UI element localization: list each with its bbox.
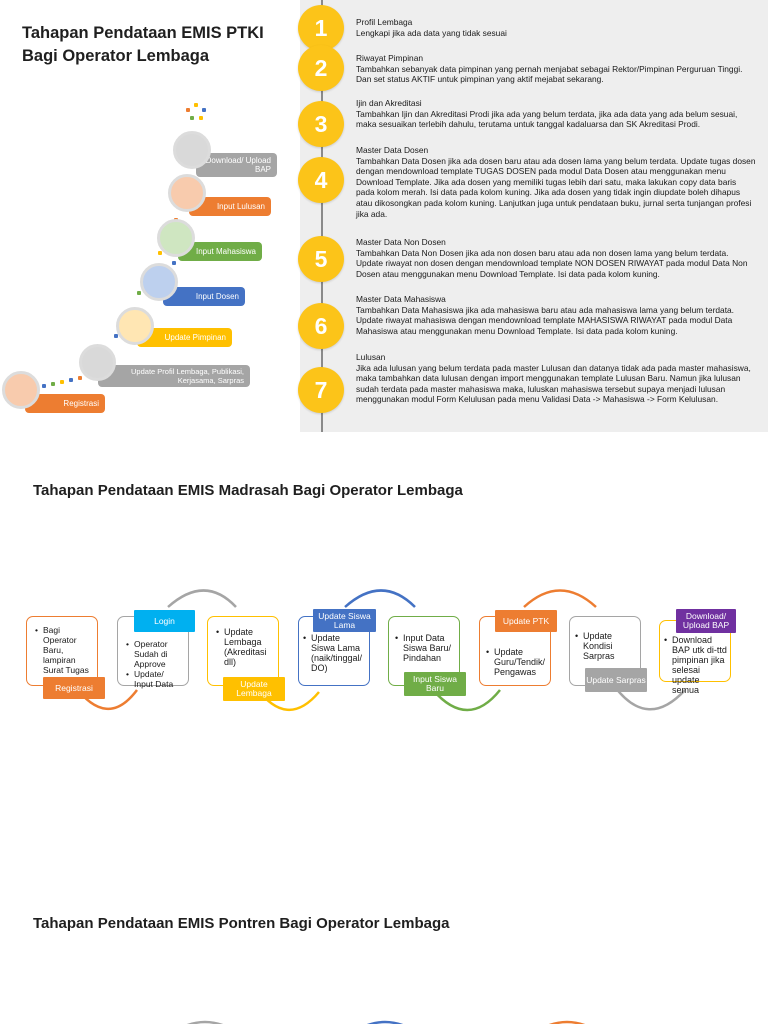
connector-dot bbox=[137, 291, 141, 295]
stair-label-input-lulusan: Input Lulusan bbox=[189, 197, 271, 216]
step-items: Update Kondisi Sarpras bbox=[570, 617, 640, 661]
step-description: Tambahkan Data Non Dosen jika ada non do… bbox=[356, 247, 748, 279]
connector-dot bbox=[114, 334, 118, 338]
step-text: Master Data Non Dosen Tambahkan Data Non… bbox=[356, 237, 756, 279]
connector-dot bbox=[51, 382, 55, 386]
step-number-circle: 7 bbox=[298, 367, 344, 413]
step-text: Profil Lembaga Lengkapi jika ada data ya… bbox=[356, 17, 756, 38]
stair-circle bbox=[168, 174, 206, 212]
step-item: Update Guru/Tendik/ Pengawas bbox=[486, 647, 547, 677]
staircase-diagram: Registrasi Update Profil Lembaga, Publik… bbox=[0, 95, 300, 425]
step-item: Update Siswa Lama (naik/tinggal/ DO) bbox=[303, 633, 366, 673]
step-number-circle: 2 bbox=[298, 45, 344, 91]
timeline-line bbox=[321, 0, 323, 432]
step-item: Update/ Input Data bbox=[126, 669, 185, 689]
stair-label-update-profil: Update Profil Lembaga, Publikasi, Kerjas… bbox=[98, 365, 250, 387]
step-description: Tambahkan Ijin dan Akreditasi Prodi jika… bbox=[356, 108, 738, 130]
stair-circle bbox=[116, 307, 154, 345]
madrasah-step-box: Bagi Operator Baru, lampiran Surat Tugas bbox=[26, 616, 98, 686]
sparkle-dot bbox=[190, 116, 194, 120]
step-items: Bagi Operator Baru, lampiran Surat Tugas bbox=[27, 617, 97, 675]
step-item: Input Data Siswa Baru/ Pindahan bbox=[395, 633, 456, 663]
madrasah-title: Tahapan Pendataan EMIS Madrasah Bagi Ope… bbox=[33, 482, 463, 499]
madrasah-step-label-update-lembaga: Update Lembaga bbox=[223, 677, 285, 701]
step-description: Tambahkan Data Dosen jika ada dosen baru… bbox=[356, 155, 756, 219]
step-items: Operator Sudah di Approve Update/ Input … bbox=[118, 617, 188, 689]
step-items: Update Lembaga (Akreditasi dll) bbox=[208, 617, 278, 667]
step-description: Lengkapi jika ada data yang tidak sesuai bbox=[356, 27, 507, 38]
stair-label-update-pimpinan: Update Pimpinan bbox=[137, 328, 232, 347]
madrasah-step-label-update-siswa-lama: Update Siswa Lama bbox=[313, 609, 376, 632]
step-item: Bagi Operator Baru, lampiran Surat Tugas bbox=[35, 625, 93, 675]
connector-dot bbox=[42, 384, 46, 388]
step-title: Master Data Non Dosen bbox=[356, 237, 446, 247]
step-description: Jika ada lulusan yang belum terdata pada… bbox=[356, 362, 751, 405]
step-items: Input Data Siswa Baru/ Pindahan bbox=[389, 617, 459, 663]
step-number-circle: 3 bbox=[298, 101, 344, 147]
step-title: Ijin dan Akreditasi bbox=[356, 98, 422, 108]
step-number-circle: 6 bbox=[298, 303, 344, 349]
stair-circle bbox=[79, 344, 116, 381]
step-title: Lulusan bbox=[356, 352, 386, 362]
pontren-title: Tahapan Pendataan EMIS Pontren Bagi Oper… bbox=[33, 915, 450, 932]
madrasah-step-label-input-siswa-baru: Input Siswa Baru bbox=[404, 672, 466, 696]
ptki-steps-panel bbox=[300, 0, 768, 432]
step-title: Master Data Dosen bbox=[356, 145, 429, 155]
step-items: Download BAP utk di-ttd pimpinan jika se… bbox=[660, 621, 730, 695]
connector-dot bbox=[172, 261, 176, 265]
connector-dot bbox=[69, 378, 73, 382]
sparkle-dot bbox=[202, 108, 206, 112]
step-item: Operator Sudah di Approve bbox=[126, 639, 185, 669]
madrasah-step-box: Update Lembaga (Akreditasi dll) bbox=[207, 616, 279, 686]
connector-dot bbox=[60, 380, 64, 384]
step-description: Tambahkan Data Mahasiswa jika ada mahasi… bbox=[356, 304, 735, 336]
stair-circle bbox=[2, 371, 40, 409]
step-text: Master Data Dosen Tambahkan Data Dosen j… bbox=[356, 145, 756, 219]
step-text: Master Data Mahasiswa Tambahkan Data Mah… bbox=[356, 294, 756, 336]
step-items: Update Siswa Lama (naik/tinggal/ DO) bbox=[299, 617, 369, 673]
madrasah-step-label-update-sarpras: Update Sarpras bbox=[585, 668, 647, 692]
step-item: Update Lembaga (Akreditasi dll) bbox=[216, 627, 275, 667]
step-number-circle: 5 bbox=[298, 236, 344, 282]
ptki-title: Tahapan Pendataan EMIS PTKI Bagi Operato… bbox=[22, 24, 264, 65]
madrasah-flow-arrows bbox=[72, 589, 686, 712]
madrasah-step-label-download-upload-bap: Download/ Upload BAP bbox=[676, 609, 736, 633]
sparkle-dot bbox=[186, 108, 190, 112]
madrasah-step-label-update-ptk: Update PTK bbox=[495, 610, 557, 632]
connector-dot bbox=[158, 251, 162, 255]
step-description: Tambahkan sebanyak data pimpinan yang pe… bbox=[356, 63, 743, 85]
sparkle-dot bbox=[194, 103, 198, 107]
madrasah-step-label-login: Login bbox=[134, 610, 195, 632]
stair-label-registrasi: Registrasi bbox=[25, 394, 105, 413]
step-text: Riwayat Pimpinan Tambahkan sebanyak data… bbox=[356, 53, 756, 85]
step-number-circle: 1 bbox=[298, 5, 344, 51]
step-item: Download BAP utk di-ttd pimpinan jika se… bbox=[664, 635, 728, 695]
stair-label-input-dosen: Input Dosen bbox=[163, 287, 245, 306]
pontren-flow-arrows bbox=[186, 1020, 586, 1024]
stair-circle bbox=[140, 263, 178, 301]
sparkle-dot bbox=[199, 116, 203, 120]
connector-dot bbox=[78, 376, 82, 380]
step-text: Lulusan Jika ada lulusan yang belum terd… bbox=[356, 352, 756, 405]
step-text: Ijin dan Akreditasi Tambahkan Ijin dan A… bbox=[356, 98, 756, 130]
stair-label-input-mahasiswa: Input Mahasiswa bbox=[178, 242, 262, 261]
madrasah-step-label-registrasi: Registrasi bbox=[43, 677, 105, 699]
stair-circle bbox=[173, 131, 211, 169]
step-title: Master Data Mahasiswa bbox=[356, 294, 446, 304]
step-title: Profil Lembaga bbox=[356, 17, 413, 27]
step-item: Update Kondisi Sarpras bbox=[575, 631, 637, 661]
stair-circle bbox=[157, 219, 195, 257]
step-title: Riwayat Pimpinan bbox=[356, 53, 424, 63]
step-number-circle: 4 bbox=[298, 157, 344, 203]
step-items: Update Guru/Tendik/ Pengawas bbox=[480, 617, 550, 677]
